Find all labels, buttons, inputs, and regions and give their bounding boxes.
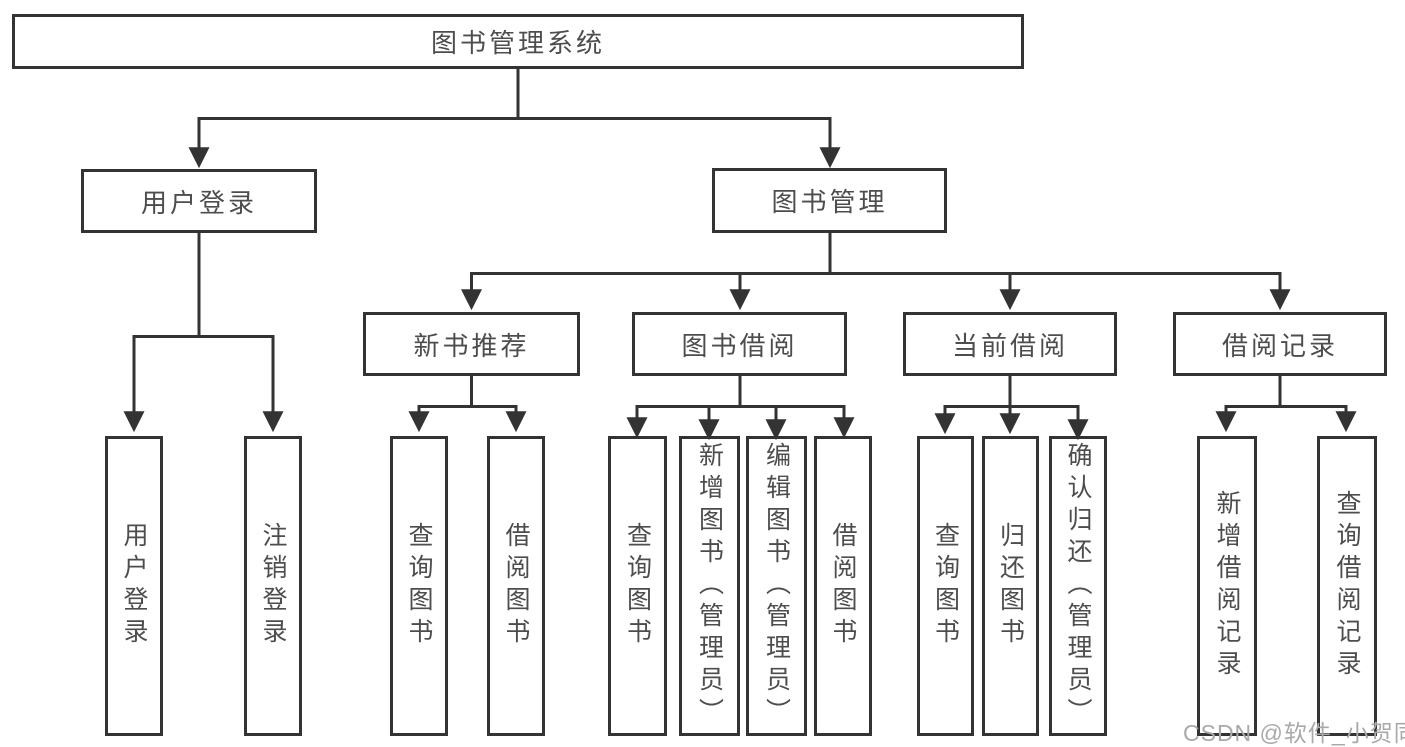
node-new-book-recommend: 新书推荐	[363, 312, 580, 376]
node-label: 用户登录	[140, 187, 257, 218]
node-label: 图书管理	[771, 187, 888, 217]
node-label: 借阅记录	[1221, 330, 1338, 361]
node-label: 编辑图书（管理员）	[762, 442, 791, 730]
leaf-borrow-books-recommend: 借阅图书	[487, 436, 545, 736]
node-current-borrowing: 当前借阅	[903, 312, 1117, 376]
leaf-confirm-return-admin: 确认归还（管理员）	[1049, 436, 1107, 736]
node-label: 图书管理系统	[430, 28, 605, 58]
node-book-borrowing: 图书借阅	[632, 312, 847, 376]
leaf-borrow-books: 借阅图书	[814, 436, 872, 736]
leaf-edit-book-admin: 编辑图书（管理员）	[746, 436, 807, 736]
node-label: 归还图书	[996, 522, 1025, 650]
node-label: 当前借阅	[951, 330, 1068, 361]
node-label: 借阅图书	[829, 522, 857, 650]
csdn-watermark: CSDN @软件_小贺同学	[1183, 720, 1405, 746]
node-label: 借阅图书	[502, 522, 530, 650]
leaf-logout: 注销登录	[244, 436, 302, 736]
leaf-user-login: 用户登录	[105, 436, 163, 736]
node-label: 查询图书	[623, 522, 652, 650]
node-user-login: 用户登录	[81, 169, 317, 233]
node-label: 图书借阅	[681, 330, 798, 361]
leaf-query-borrow-record: 查询借阅记录	[1317, 436, 1377, 736]
node-label: 新增借阅记录	[1213, 490, 1241, 682]
node-label: 查询图书	[405, 522, 433, 650]
node-label: 确认归还（管理员）	[1064, 442, 1092, 730]
node-book-management: 图书管理	[712, 168, 947, 233]
node-label: 注销登录	[259, 522, 287, 650]
node-library-system: 图书管理系统	[12, 14, 1024, 69]
node-label: 查询借阅记录	[1333, 490, 1361, 682]
node-label: 新书推荐	[413, 330, 530, 361]
leaf-query-books-current: 查询图书	[917, 436, 974, 736]
leaf-return-books: 归还图书	[982, 436, 1039, 736]
node-borrowing-records: 借阅记录	[1173, 312, 1387, 376]
leaf-query-books-borrowing: 查询图书	[608, 436, 667, 736]
leaf-add-borrow-record: 新增借阅记录	[1197, 436, 1257, 736]
leaf-add-book-admin: 新增图书（管理员）	[679, 436, 740, 736]
node-label: 新增图书（管理员）	[695, 442, 724, 730]
node-label: 查询图书	[931, 522, 960, 650]
leaf-query-books-recommend: 查询图书	[390, 436, 448, 736]
node-label: 用户登录	[120, 522, 148, 650]
